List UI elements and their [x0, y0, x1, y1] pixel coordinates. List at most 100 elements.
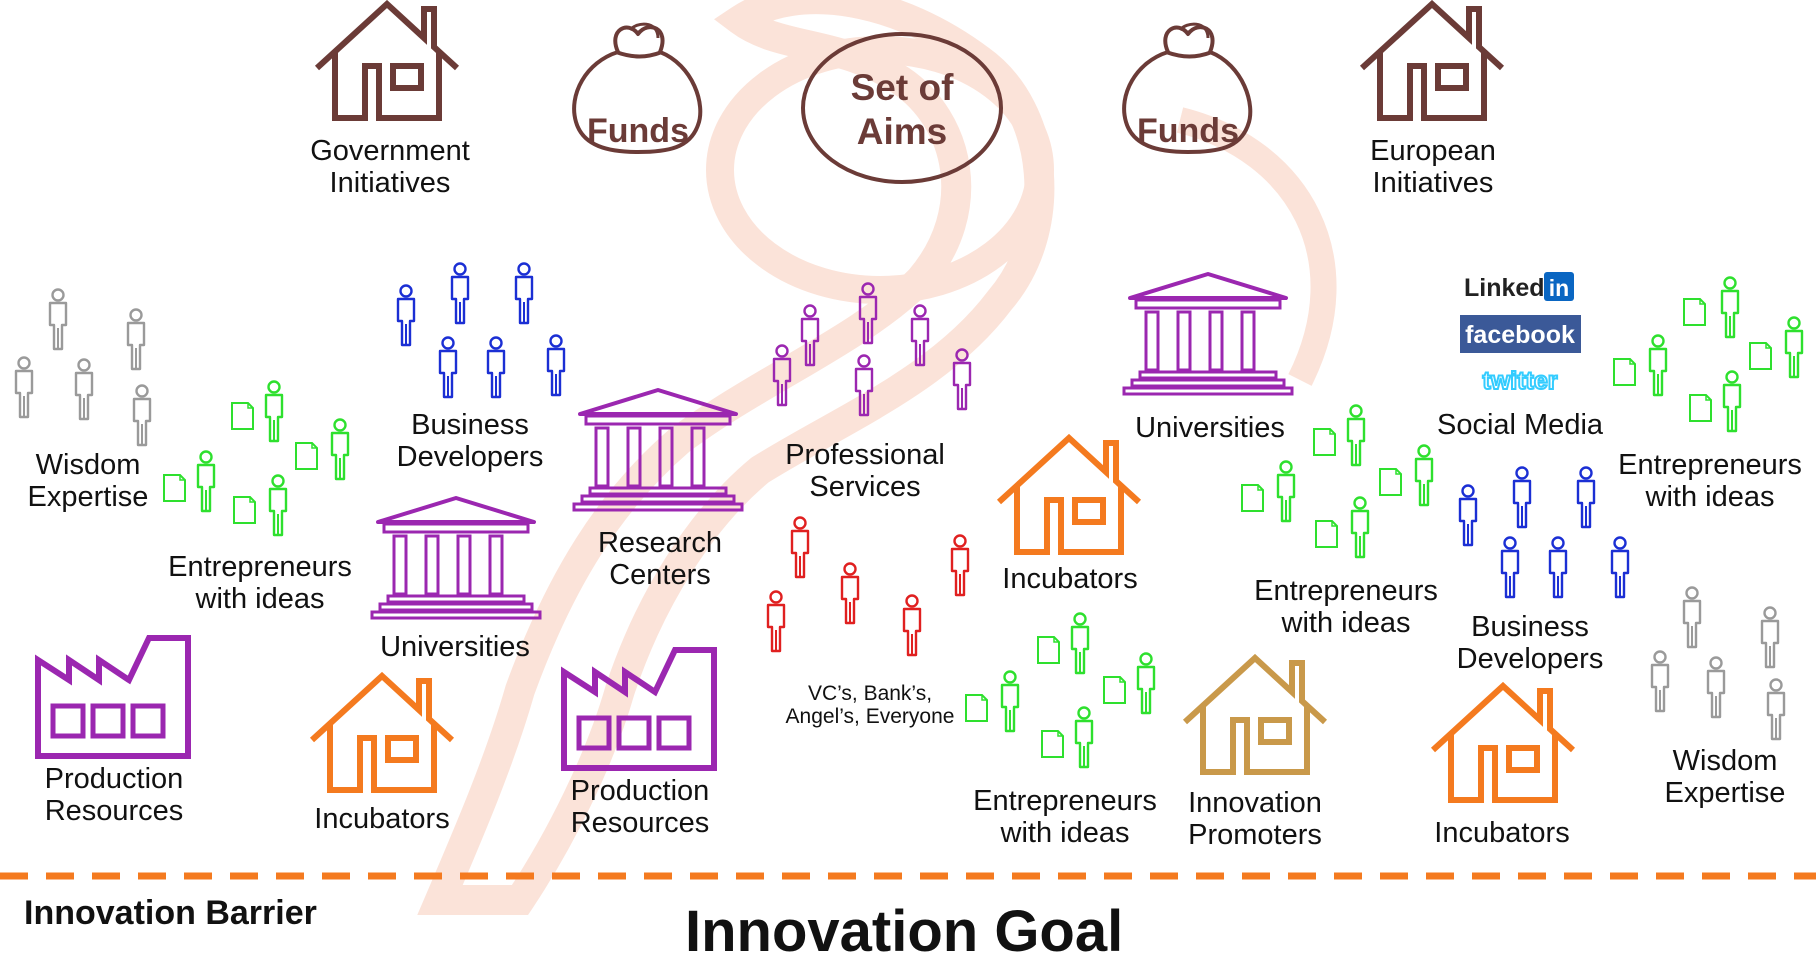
factory-icon-left — [38, 638, 188, 756]
business-devs-people-left — [396, 262, 566, 399]
linkedin-logo-box — [1544, 272, 1574, 301]
person-icon — [1784, 316, 1804, 379]
incubator-house-left — [312, 676, 452, 790]
universities-label-left: Universities — [380, 631, 530, 663]
entrepreneurs-group-right — [1613, 276, 1804, 433]
wisdom-label-right: Wisdom Expertise — [1664, 745, 1786, 809]
idea-paper-icon — [1613, 358, 1636, 386]
gov-initiatives-label: Government Initiatives — [310, 135, 470, 199]
watermark-arc — [1176, 107, 1337, 386]
idea-paper-icon — [1241, 484, 1264, 512]
social-media-logos: Linked in facebook twitter — [1460, 272, 1581, 396]
idea-paper-icon — [1313, 428, 1336, 456]
person-icon — [1650, 650, 1670, 713]
person-icon — [950, 534, 970, 597]
person-icon — [330, 418, 350, 481]
idea-paper-icon — [1749, 342, 1772, 370]
person-icon — [14, 356, 34, 419]
idea-paper-icon — [1315, 520, 1338, 548]
business-developers-label-left: Business Developers — [396, 409, 544, 473]
person-icon — [396, 284, 416, 347]
idea-paper-icon — [1041, 730, 1064, 758]
european-house-icon — [1362, 4, 1502, 118]
person-icon — [1276, 460, 1296, 523]
research-centers-label: Research Centers — [597, 527, 723, 591]
idea-paper-icon — [231, 402, 254, 430]
innovation-promoters-label: Innovation Promoters — [1188, 787, 1322, 851]
entrepreneurs-label-mid-right: Entrepreneurs with ideas — [1254, 575, 1438, 639]
background-watermark-bag — [417, 0, 1337, 915]
funds-label-left: Funds — [587, 112, 689, 150]
person-icon — [48, 288, 68, 351]
facebook-logo-box — [1460, 315, 1581, 353]
person-icon — [1350, 496, 1370, 559]
facebook-logo-text: facebook — [1465, 321, 1575, 349]
person-icon — [1458, 484, 1478, 547]
person-icon — [790, 516, 810, 579]
entrepreneurs-label-bottom: Entrepreneurs with ideas — [973, 785, 1157, 849]
vc-label: VC’s, Bank’s, Angel’s, Everyone — [785, 682, 955, 729]
production-label-mid: Production Resources — [570, 775, 710, 839]
person-icon — [74, 358, 94, 421]
person-icon — [1722, 370, 1742, 433]
person-icon — [1512, 466, 1532, 529]
incubators-label-left: Incubators — [314, 803, 450, 835]
incubator-house-right — [1433, 686, 1573, 800]
person-icon — [486, 336, 506, 399]
person-icon — [1760, 606, 1780, 669]
idea-paper-icon — [163, 474, 186, 502]
person-icon — [546, 334, 566, 397]
incubators-label-mid: Incubators — [1002, 563, 1138, 595]
person-icon — [1576, 466, 1596, 529]
person-icon — [902, 594, 922, 657]
person-icon — [1000, 670, 1020, 733]
innovation-goal-label: Innovation Goal — [685, 899, 1124, 964]
incubator-house-mid — [999, 438, 1139, 552]
aims-label-line1: Set of — [851, 67, 954, 108]
person-icon — [1136, 652, 1156, 715]
aims-label-line2: Aims — [857, 111, 947, 152]
linkedin-logo-in: in — [1549, 275, 1569, 301]
innovation-barrier-label: Innovation Barrier — [24, 894, 317, 932]
business-developers-label-right: Business Developers — [1456, 611, 1604, 675]
entrepreneurs-group-bottom — [965, 612, 1156, 769]
person-icon — [438, 336, 458, 399]
idea-paper-icon — [1037, 636, 1060, 664]
person-icon — [450, 262, 470, 325]
idea-paper-icon — [233, 496, 256, 524]
person-icon — [1682, 586, 1702, 649]
watermark-ellipse — [706, 36, 1054, 304]
person-icon — [1766, 678, 1786, 741]
person-icon — [126, 308, 146, 371]
wisdom-people-right — [1650, 586, 1786, 741]
person-icon — [1070, 612, 1090, 675]
european-initiatives-label: European Initiatives — [1370, 135, 1496, 199]
social-media-label: Social Media — [1436, 409, 1604, 441]
person-icon — [1548, 536, 1568, 599]
person-icon — [1346, 404, 1366, 467]
twitter-logo-text: twitter — [1483, 367, 1558, 395]
university-icon-left — [370, 496, 542, 620]
person-icon — [264, 380, 284, 443]
linkedin-logo-word: Linked — [1464, 274, 1545, 302]
person-icon — [1648, 334, 1668, 397]
person-icon — [766, 590, 786, 653]
person-icon — [196, 450, 216, 513]
person-icon — [840, 562, 860, 625]
government-house-icon — [317, 4, 457, 118]
vc-people — [766, 516, 970, 657]
wisdom-label-left: Wisdom Expertise — [27, 449, 149, 513]
incubators-label-right: Incubators — [1434, 817, 1570, 849]
person-icon — [1610, 536, 1630, 599]
production-label-left: Production Resources — [44, 763, 184, 827]
person-icon — [1500, 536, 1520, 599]
entrepreneurs-group-1 — [163, 380, 350, 537]
idea-paper-icon — [1379, 468, 1402, 496]
person-icon — [1720, 276, 1740, 339]
person-icon — [514, 262, 534, 325]
idea-paper-icon — [295, 442, 318, 470]
innovation-promoter-house — [1185, 658, 1325, 772]
entrepreneurs-label-right: Entrepreneurs with ideas — [1618, 449, 1802, 513]
professional-services-label: Professional Services — [785, 439, 945, 503]
